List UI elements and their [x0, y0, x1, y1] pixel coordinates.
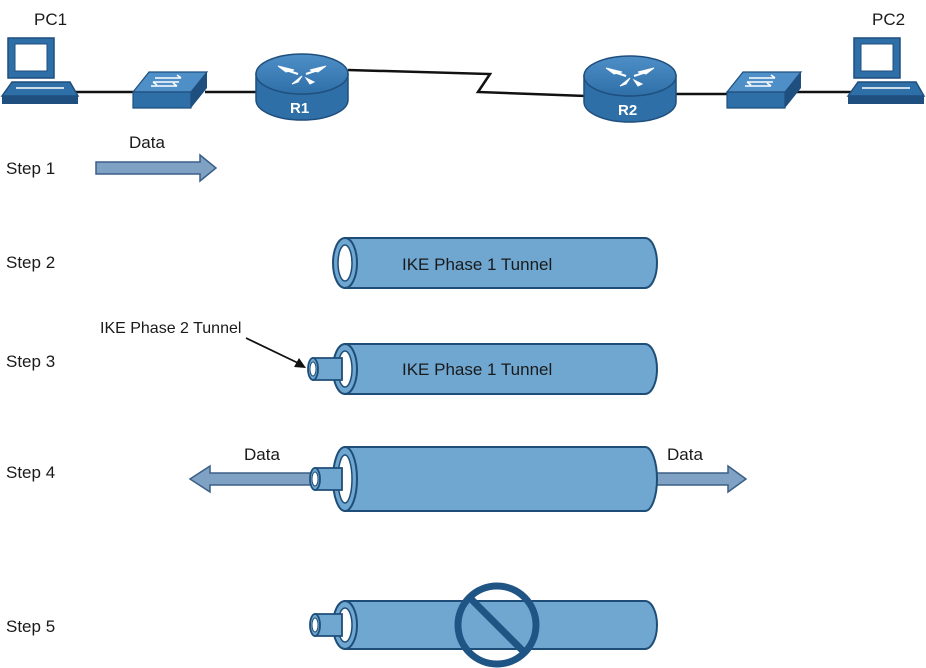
router-r1-icon [255, 53, 349, 121]
step5-label: Step 5 [6, 617, 55, 636]
step4-left-data-label: Data [244, 445, 280, 464]
router-r2-icon [583, 55, 677, 123]
ike-phase2-callout-label: IKE Phase 2 Tunnel [100, 320, 241, 337]
switch2-icon [725, 71, 803, 109]
step2-ike-phase1-tunnel [332, 237, 658, 289]
step3-ike-phase2-tunnel [307, 357, 343, 381]
pc1-icon [0, 37, 80, 104]
step3-tunnel-label: IKE Phase 1 Tunnel [402, 360, 552, 379]
switch1-icon [131, 71, 209, 109]
step4-ike-phase2-tunnel [309, 467, 343, 491]
step3-ike-phase1-tunnel [332, 343, 658, 395]
pc2-icon [846, 37, 926, 104]
pc2-label: PC2 [872, 10, 905, 29]
step1-data-arrow-icon [95, 153, 218, 183]
step4-right-data-label: Data [667, 445, 703, 464]
step4-right-data-arrow-icon [655, 464, 748, 494]
step4-ike-phase1-tunnel [332, 446, 658, 512]
step1-data-label: Data [129, 133, 165, 152]
step3-label: Step 3 [6, 352, 55, 371]
network-links [75, 68, 852, 98]
step4-label: Step 4 [6, 463, 55, 482]
pc1-label: PC1 [34, 10, 67, 29]
step5-ike-phase2-tunnel [309, 613, 343, 637]
step2-tunnel-label: IKE Phase 1 Tunnel [402, 255, 552, 274]
step2-label: Step 2 [6, 253, 55, 272]
router-r2-label: R2 [618, 102, 637, 119]
step4-left-data-arrow-icon [188, 464, 316, 494]
step1-label: Step 1 [6, 159, 55, 178]
router-r1-label: R1 [290, 100, 309, 117]
callout-pointer-icon [245, 337, 306, 368]
prohibited-icon [454, 582, 540, 668]
